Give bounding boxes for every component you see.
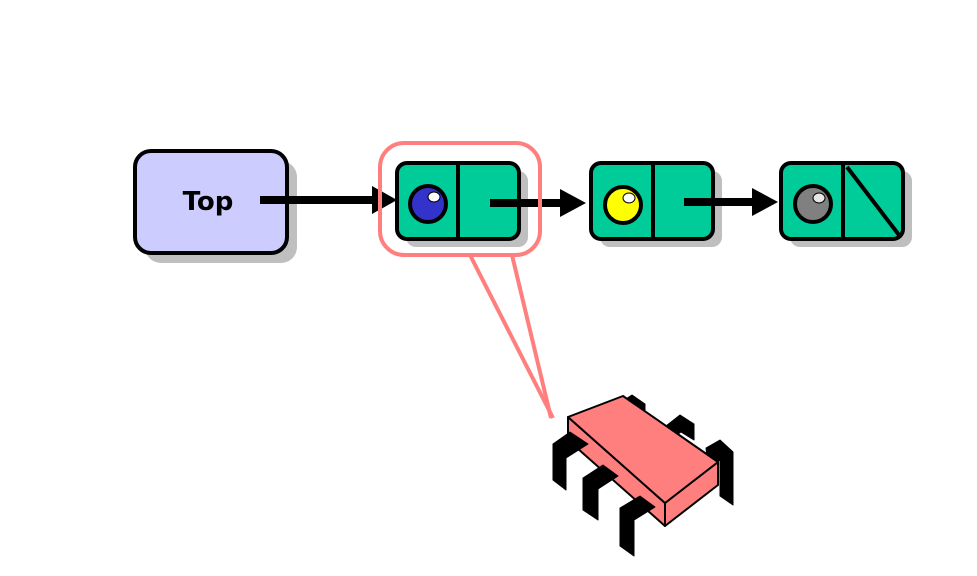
null-pointer-slash: [845, 165, 901, 237]
chip-icon: [552, 394, 734, 557]
node-2-ball: [603, 185, 643, 225]
top-label: Top: [183, 187, 234, 217]
node-2: [589, 161, 722, 247]
node-highlight-callout: [378, 141, 555, 419]
node-1: [395, 161, 528, 247]
top-arrowhead: [372, 186, 397, 214]
node-1-ball: [408, 184, 448, 224]
top-pointer-box: Top: [133, 149, 297, 263]
node-3: [779, 161, 912, 247]
node-3-ball: [793, 184, 833, 224]
